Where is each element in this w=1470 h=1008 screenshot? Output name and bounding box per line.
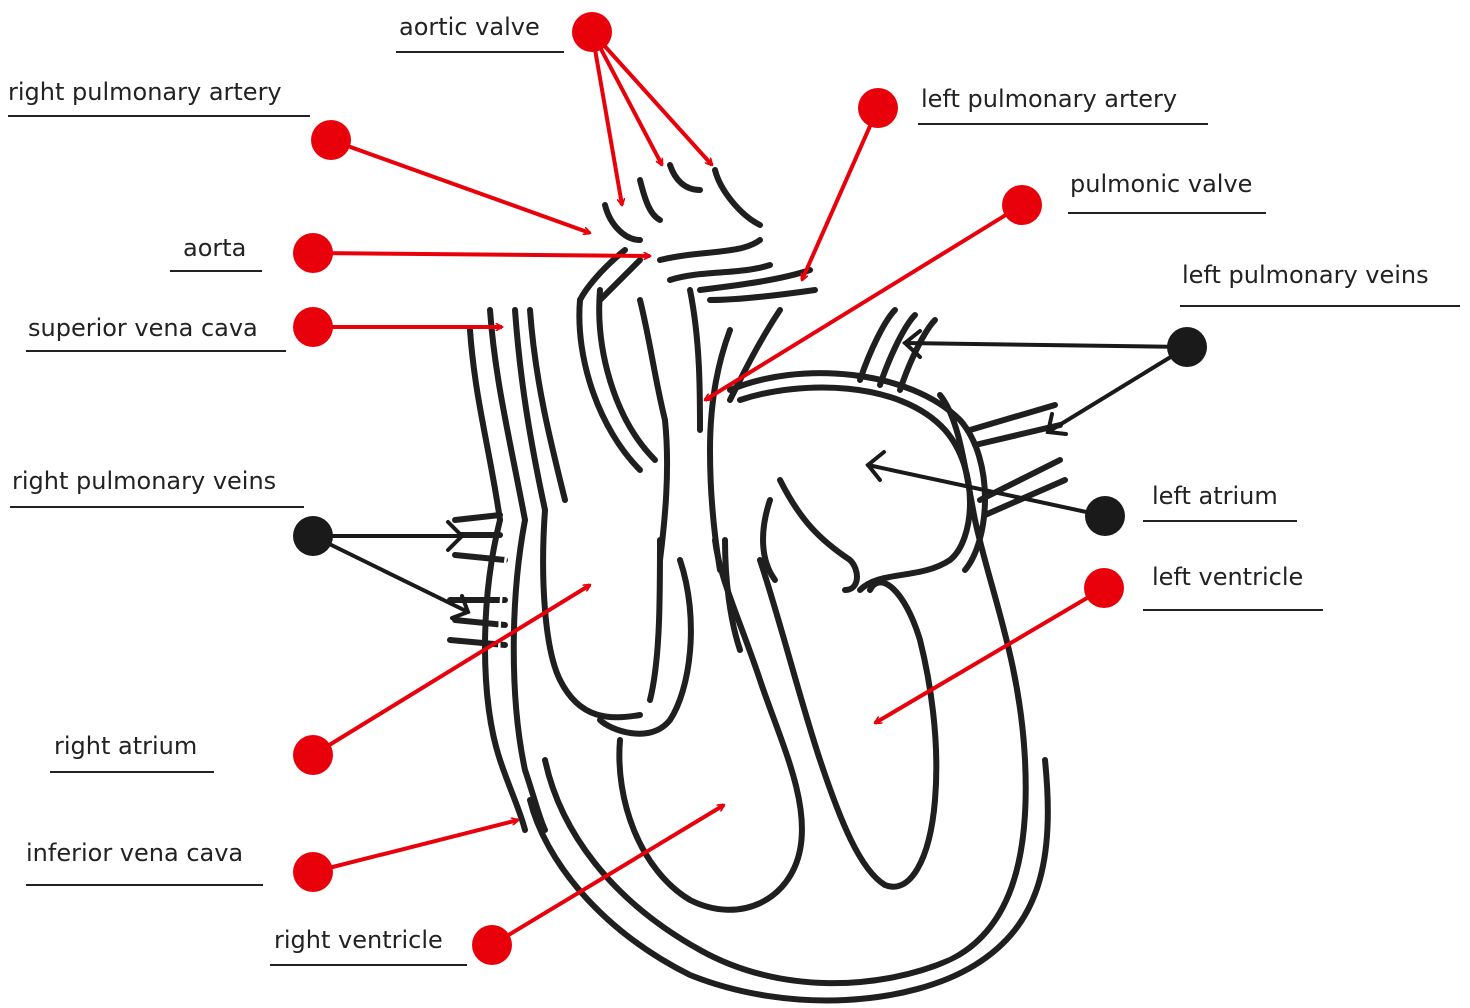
- right-pulmonary-veins-dot: [293, 516, 333, 556]
- right-pulmonary-artery-dot: [311, 120, 351, 160]
- heart-outline: [450, 165, 1065, 1000]
- label-right-pulmonary-veins: right pulmonary veins: [12, 469, 276, 493]
- label-pulmonic-valve: pulmonic valve: [1070, 172, 1252, 196]
- left-pulmonary-artery-pointer: [802, 108, 878, 280]
- underline-right-pulmonary-artery: [8, 115, 310, 117]
- label-left-pulmonary-veins: left pulmonary veins: [1182, 263, 1429, 287]
- left-ventricle-dot: [1084, 568, 1124, 608]
- aortic-valve-dot: [572, 12, 612, 52]
- left-atrium-dot: [1085, 496, 1125, 536]
- underline-left-pulmonary-artery: [918, 123, 1208, 125]
- aorta-pointer: [313, 253, 650, 256]
- right-pulmonary-artery-pointer: [331, 140, 590, 233]
- aorta-dot: [293, 233, 333, 273]
- left-pulmonary-artery-dot: [858, 88, 898, 128]
- underline-right-pulmonary-veins: [10, 506, 304, 508]
- underline-inferior-vena-cava: [26, 884, 263, 886]
- right-atrium-dot: [293, 735, 333, 775]
- right-atrium-pointer: [313, 585, 590, 755]
- right-ventricle-dot: [472, 925, 512, 965]
- underline-aorta: [170, 270, 262, 272]
- underline-left-atrium: [1143, 520, 1297, 522]
- underline-superior-vena-cava: [26, 350, 286, 352]
- label-aortic-valve: aortic valve: [399, 15, 540, 39]
- label-inferior-vena-cava: inferior vena cava: [26, 841, 243, 865]
- superior-vena-cava-dot: [293, 307, 333, 347]
- underline-pulmonic-valve: [1068, 212, 1266, 214]
- left-pulmonary-veins-pointer-1: [905, 343, 1187, 347]
- label-right-atrium: right atrium: [54, 734, 197, 758]
- label-right-pulmonary-artery: right pulmonary artery: [8, 80, 282, 104]
- left-pulmonary-veins-pointer-2: [1048, 347, 1187, 432]
- underline-left-ventricle: [1143, 609, 1323, 611]
- underline-left-pulmonary-veins: [1180, 305, 1460, 307]
- label-aorta: aorta: [183, 236, 246, 260]
- label-superior-vena-cava: superior vena cava: [28, 316, 258, 340]
- underline-right-ventricle: [270, 964, 467, 966]
- label-left-ventricle: left ventricle: [1152, 565, 1303, 589]
- label-dots: [293, 12, 1207, 965]
- label-left-pulmonary-artery: left pulmonary artery: [921, 87, 1177, 111]
- inferior-vena-cava-dot: [293, 852, 333, 892]
- label-right-ventricle: right ventricle: [274, 928, 443, 952]
- inferior-vena-cava-pointer: [313, 820, 518, 872]
- underline-right-atrium: [50, 771, 214, 773]
- underline-aortic-valve: [396, 51, 564, 53]
- left-pulmonary-veins-dot: [1167, 327, 1207, 367]
- label-left-atrium: left atrium: [1152, 484, 1278, 508]
- right-pulmonary-veins-pointer-2: [313, 536, 468, 612]
- pulmonic-valve-dot: [1002, 185, 1042, 225]
